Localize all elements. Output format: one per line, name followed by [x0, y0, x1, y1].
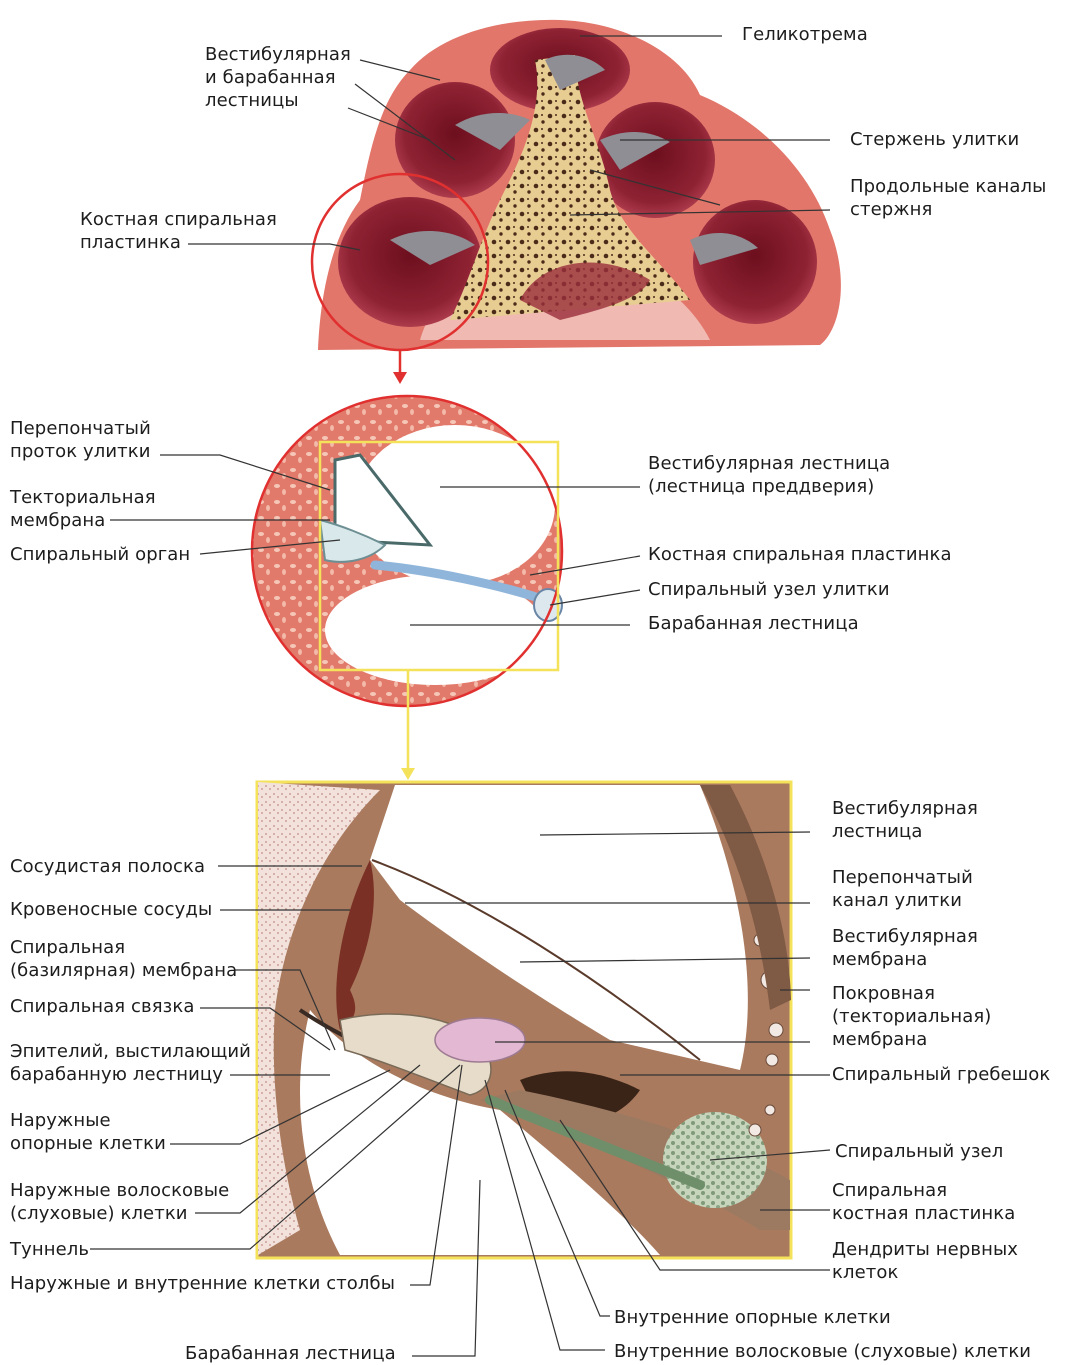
- label-modiolus: Стержень улитки: [850, 128, 1019, 151]
- basal-turn-right-cavity: [693, 200, 817, 324]
- label-helicotrema: Геликотрема: [742, 23, 868, 46]
- label-tectorial-bottom: Покровная (текториальная) мембрана: [832, 982, 991, 1051]
- label-blood-vessels: Кровеносные сосуды: [10, 898, 212, 921]
- label-tectorial-membrane: Текториальная мембрана: [10, 486, 156, 532]
- label-scala-vestibuli-bottom: Вестибулярная лестница: [832, 797, 978, 843]
- label-outer-supporting: Наружные опорные клетки: [10, 1109, 166, 1155]
- label-spiral-organ: Спиральный орган: [10, 543, 190, 566]
- detail-tectorial: [435, 1018, 525, 1062]
- label-dendrites: Дендриты нервных клеток: [832, 1238, 1018, 1284]
- label-outer-hair: Наружные волосковые (слуховые) клетки: [10, 1179, 229, 1225]
- yellow-arrow-head: [401, 768, 415, 780]
- label-spiral-ganglion-bottom: Спиральный узел: [835, 1140, 1003, 1163]
- label-spiral-limbus: Спиральный гребешок: [832, 1063, 1050, 1086]
- label-pillar-cells: Наружные и внутренние клетки столбы: [10, 1272, 395, 1295]
- label-inner-supporting: Внутренние опорные клетки: [614, 1306, 891, 1329]
- label-osseous-lamina-mid: Костная спиральная пластинка: [648, 543, 952, 566]
- organ-of-corti-detail: [257, 782, 791, 1258]
- label-tunnel: Туннель: [10, 1238, 89, 1261]
- label-scalae: Вестибулярная и барабанная лестницы: [205, 43, 351, 112]
- label-osseous-lamina-bottom: Спиральная костная пластинка: [832, 1179, 1015, 1225]
- label-basilar-membrane: Спиральная (базилярная) мембрана: [10, 936, 237, 982]
- label-scala-vestibuli-mid: Вестибулярная лестница (лестница преддве…: [648, 452, 890, 498]
- label-spiral-ligament: Спиральная связка: [10, 995, 194, 1018]
- label-membranous-canal: Перепончатый канал улитки: [832, 866, 973, 912]
- label-scala-tympani-bottom: Барабанная лестница: [185, 1342, 396, 1365]
- magnified-turn: [252, 396, 562, 706]
- label-membranous-duct: Перепончатый проток улитки: [10, 417, 151, 463]
- label-scala-tympani-mid: Барабанная лестница: [648, 612, 859, 635]
- label-osseous-lamina-top: Костная спиральная пластинка: [80, 208, 277, 254]
- label-inner-hair: Внутренние волосковые (слуховые) клетки: [614, 1340, 1031, 1363]
- label-vestibular-membrane: Вестибулярная мембрана: [832, 925, 978, 971]
- label-longitudinal-canals: Продольные каналы стержня: [850, 175, 1046, 221]
- red-arrow-head: [393, 372, 407, 384]
- label-epithelium: Эпителий, выстилающий барабанную лестниц…: [10, 1040, 251, 1086]
- label-stria-vascularis: Сосудистая полоска: [10, 855, 205, 878]
- label-spiral-ganglion-mid: Спиральный узел улитки: [648, 578, 890, 601]
